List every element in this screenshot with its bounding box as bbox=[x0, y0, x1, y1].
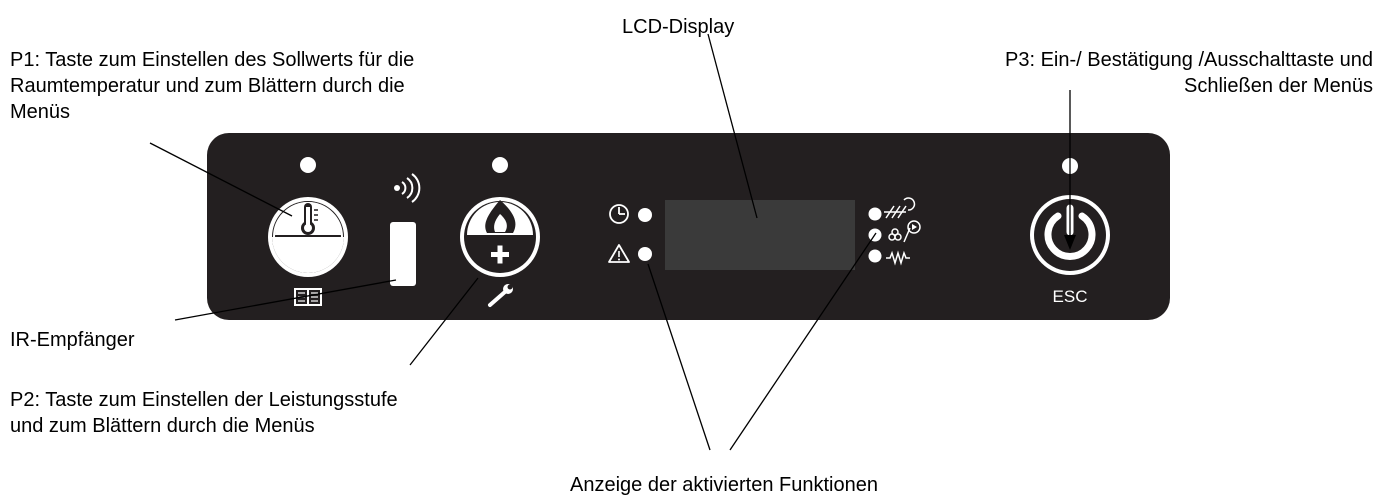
label-p1: P1: Taste zum Einstellen des Sollwerts f… bbox=[10, 49, 415, 123]
leader-p3-arrowhead bbox=[1064, 235, 1076, 250]
minus-icon bbox=[298, 252, 318, 257]
leader-functions-right bbox=[729, 232, 877, 451]
leader-lines bbox=[149, 33, 1071, 451]
p1-led bbox=[300, 157, 316, 173]
clock-icon bbox=[609, 204, 629, 224]
signal-icon bbox=[394, 173, 421, 203]
label-functions: Anzeige der aktivierten Funktionen bbox=[570, 474, 878, 496]
esc-label: ESC bbox=[1053, 287, 1088, 306]
fan-icon bbox=[884, 197, 916, 219]
p2-button[interactable] bbox=[460, 197, 540, 277]
leader-lcd bbox=[707, 33, 758, 219]
warning-led bbox=[638, 247, 652, 261]
label-lcd: LCD-Display bbox=[622, 16, 735, 38]
p1-button[interactable] bbox=[268, 197, 348, 277]
plus-icon bbox=[491, 245, 509, 264]
p2-led bbox=[492, 157, 508, 173]
flame-icon bbox=[485, 200, 516, 233]
label-p2: P2: Taste zum Einstellen der Leistungsst… bbox=[10, 389, 398, 437]
heater-icon bbox=[888, 220, 921, 243]
thermometer-icon bbox=[301, 203, 318, 235]
clock-led bbox=[638, 208, 652, 222]
wrench-icon bbox=[488, 284, 513, 307]
pump-led bbox=[868, 249, 882, 263]
lcd-display bbox=[665, 200, 855, 270]
label-p3: P3: Ein-/ Bestätigung /Ausschalttaste un… bbox=[1005, 49, 1373, 97]
fan-led bbox=[868, 207, 882, 221]
leader-p2 bbox=[409, 277, 479, 366]
book-icon bbox=[294, 288, 322, 306]
ir-receiver bbox=[390, 222, 416, 286]
leader-ir bbox=[174, 279, 397, 321]
warning-icon bbox=[608, 244, 630, 263]
label-ir: IR-Empfänger bbox=[10, 329, 135, 351]
pump-icon bbox=[886, 250, 910, 266]
leader-functions-left bbox=[647, 263, 711, 451]
leader-p1 bbox=[149, 142, 293, 217]
